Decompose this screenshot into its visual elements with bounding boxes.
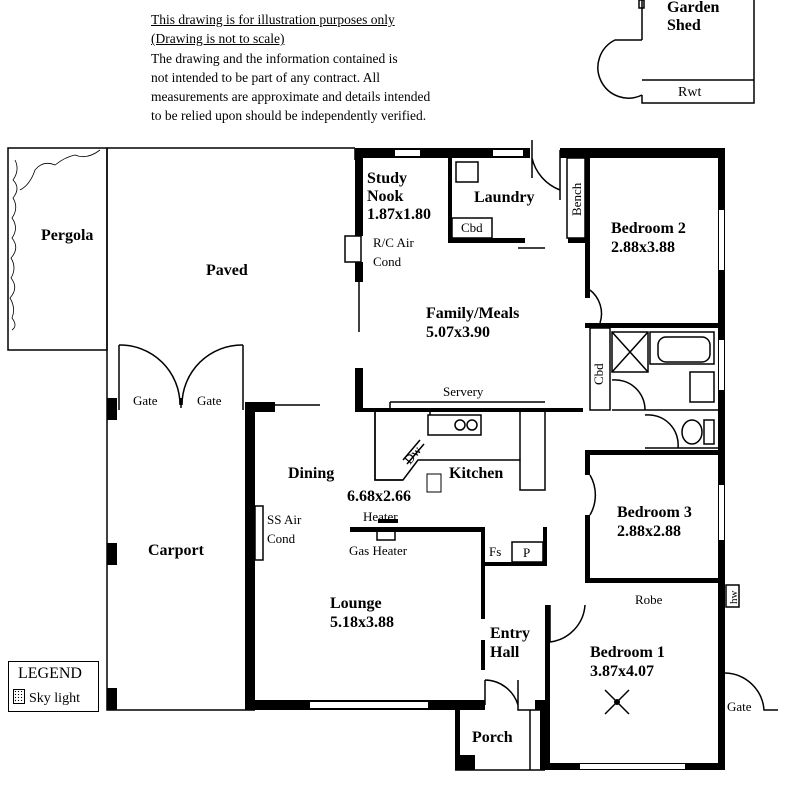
walls xyxy=(245,140,725,771)
room-label: Family/Meals xyxy=(426,305,519,322)
fixture-label: Fs xyxy=(489,544,501,559)
disclaimer-line: (Drawing is not to scale) xyxy=(151,31,285,47)
legend-title: LEGEND xyxy=(18,665,82,682)
room-dimensions: 2.88x2.88 xyxy=(617,523,681,540)
fixture-label: Dw xyxy=(401,442,425,466)
bathroom xyxy=(549,289,778,711)
room-dimensions: 5.18x3.88 xyxy=(330,614,394,631)
room-label: Laundry xyxy=(474,189,534,206)
room-label: Lounge xyxy=(330,595,382,612)
disclaimer-line: to be relied upon should be independentl… xyxy=(151,108,427,124)
room-label: Dining xyxy=(288,465,334,482)
room-label: Garden xyxy=(667,0,720,16)
fixture-label: P xyxy=(523,545,530,560)
room-label: Carport xyxy=(148,542,205,559)
room-label: Bedroom 1 xyxy=(590,644,665,661)
disclaimer-line: The drawing and the information containe… xyxy=(151,50,398,66)
room-dimensions: 2.88x3.88 xyxy=(611,239,675,256)
room-label: Nook xyxy=(367,188,404,205)
room-label: Bedroom 2 xyxy=(611,220,686,237)
room-label: Study xyxy=(367,170,407,187)
fixture-label: hw xyxy=(728,591,740,605)
disclaimer-line: not intended to be part of any contract.… xyxy=(151,69,381,85)
gate-label: Gate xyxy=(197,393,222,408)
fixture-label: Bench xyxy=(569,182,584,216)
fixture-label: SS Air xyxy=(267,512,302,527)
pergola xyxy=(7,147,108,351)
room-label: Bedroom 3 xyxy=(617,504,692,521)
room-label: Hall xyxy=(490,644,520,661)
gate-label: Gate xyxy=(727,699,752,714)
fixture-label: Heater xyxy=(363,509,398,524)
legend: LEGEND Sky light xyxy=(8,661,99,712)
ceiling-fan-icon xyxy=(604,689,630,715)
room-label: Porch xyxy=(472,729,513,746)
fixture-label: Cbd xyxy=(461,220,483,235)
disclaimer-line: measurements are approximate and details… xyxy=(151,89,431,105)
fixture-label: Robe xyxy=(635,592,663,607)
room-dimensions: 1.87x1.80 xyxy=(367,206,431,223)
skylight-icon xyxy=(13,689,25,704)
kitchen xyxy=(254,235,546,561)
room-label: Entry xyxy=(490,625,530,642)
disclaimer: This drawing is for illustration purpose… xyxy=(151,10,430,126)
fixture-label: Servery xyxy=(443,384,484,399)
fixture-label: Cond xyxy=(373,254,402,269)
room-label: Rwt xyxy=(678,85,701,100)
skylight-icon xyxy=(426,473,442,493)
room-dimensions: 3.87x4.07 xyxy=(590,663,654,680)
room-label: Kitchen xyxy=(449,465,503,482)
fixture-label: R/C Air xyxy=(373,235,414,250)
fixture-label: Gas Heater xyxy=(349,543,408,558)
gate-label: Gate xyxy=(133,393,158,408)
legend-label: Sky light xyxy=(29,691,80,706)
room-label: Paved xyxy=(206,262,248,279)
garden-shed xyxy=(597,0,755,104)
room-label: Shed xyxy=(667,17,701,34)
fixture-label: Cbd xyxy=(591,363,606,385)
room-label: Pergola xyxy=(41,227,93,244)
room-dimensions: 5.07x3.90 xyxy=(426,324,490,341)
disclaimer-line: This drawing is for illustration purpose… xyxy=(151,12,395,27)
fixture-label: Cond xyxy=(267,531,296,546)
room-dimensions: 6.68x2.66 xyxy=(347,488,411,505)
legend-item-skylight: Sky light xyxy=(13,689,80,707)
